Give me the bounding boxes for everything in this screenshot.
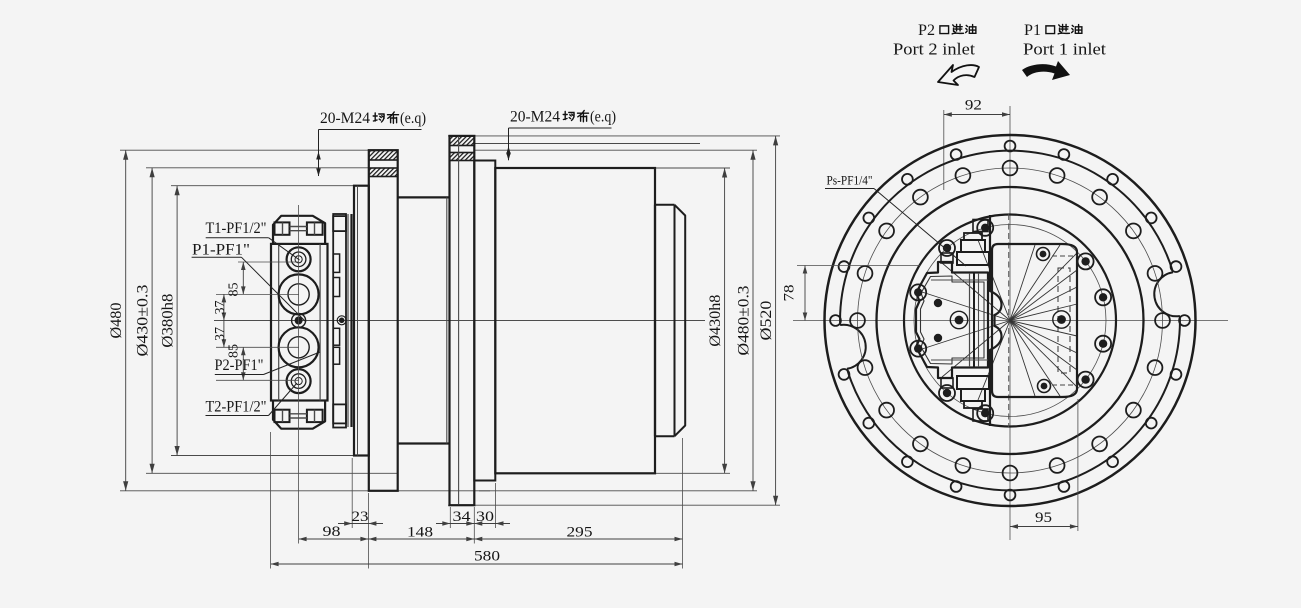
svg-text:85: 85 xyxy=(227,283,242,297)
svg-text:Ps-PF1/4": Ps-PF1/4" xyxy=(827,174,873,188)
svg-text:92: 92 xyxy=(965,98,982,114)
svg-text:34: 34 xyxy=(453,509,472,525)
svg-text:P1: P1 xyxy=(1024,22,1041,39)
svg-text:20-M24: 20-M24 xyxy=(320,110,370,127)
svg-text:Ø520: Ø520 xyxy=(758,300,775,340)
svg-text:Port 1 inlet: Port 1 inlet xyxy=(1023,40,1106,59)
svg-text:Ø480: Ø480 xyxy=(108,302,125,338)
svg-text:T2-PF1/2": T2-PF1/2" xyxy=(206,399,267,416)
svg-text:37: 37 xyxy=(213,301,228,315)
svg-text:20-M24: 20-M24 xyxy=(510,109,560,126)
svg-text:(e.q): (e.q) xyxy=(590,109,616,126)
svg-text:Ø380h8: Ø380h8 xyxy=(160,293,177,347)
svg-text:95: 95 xyxy=(1035,510,1052,526)
svg-text:580: 580 xyxy=(474,549,500,565)
svg-text:98: 98 xyxy=(323,524,341,540)
svg-text:295: 295 xyxy=(567,525,593,541)
svg-text:Ø480±0.3: Ø480±0.3 xyxy=(736,285,753,355)
svg-text:Port 2 inlet: Port 2 inlet xyxy=(893,40,975,59)
svg-text:78: 78 xyxy=(782,285,798,302)
svg-text:23: 23 xyxy=(352,509,369,525)
svg-text:T1-PF1/2": T1-PF1/2" xyxy=(206,220,267,237)
svg-text:Ø430±0.3: Ø430±0.3 xyxy=(135,284,152,356)
svg-text:P1-PF1": P1-PF1" xyxy=(192,242,250,259)
svg-text:(e.q): (e.q) xyxy=(400,110,426,127)
svg-text:37: 37 xyxy=(213,327,228,341)
svg-text:P2-PF1": P2-PF1" xyxy=(215,357,264,374)
svg-text:P2: P2 xyxy=(918,22,935,39)
svg-text:148: 148 xyxy=(407,525,433,541)
svg-text:85: 85 xyxy=(227,344,242,358)
svg-text:Ø430h8: Ø430h8 xyxy=(707,294,724,346)
svg-text:30: 30 xyxy=(476,509,494,525)
